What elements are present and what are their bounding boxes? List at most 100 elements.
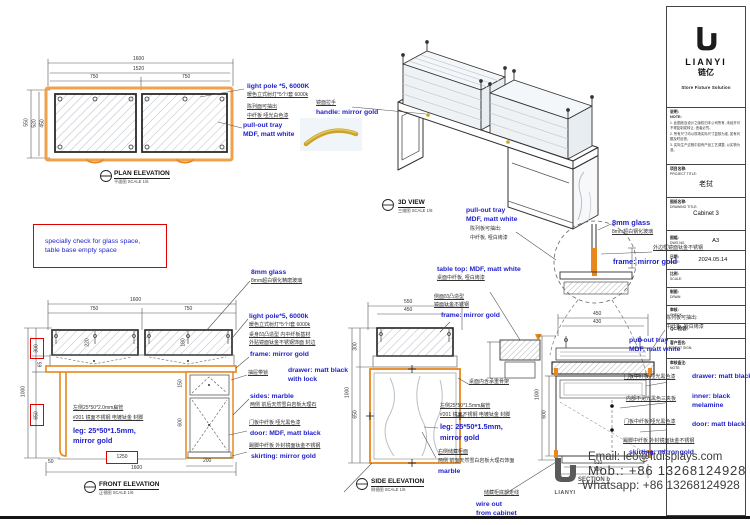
section-dim-bottom-outer: 550 <box>594 467 603 473</box>
date-label-en: DATE: <box>670 260 680 265</box>
side-ann-tabletop-en: table top: MDF, matt white <box>437 266 521 273</box>
ann-tray-en1: pull-out tray <box>243 122 283 129</box>
qc-label: QC/检验: <box>670 326 689 331</box>
side-ann-leg-en2: mirror gold <box>440 433 480 442</box>
warning-line1: specially check for glass space, <box>45 237 141 245</box>
detail-ann-tray-cn1: 陈列板可抽出: <box>470 226 502 232</box>
front-subtitle: 正视图 SCALE 1/6 <box>99 490 134 495</box>
detail-ann-glass-en: 8mm glass <box>612 218 651 227</box>
ann-base-cn2: 外贴镜面钛金不锈钢饰面 封边 <box>249 340 316 346</box>
note-line-3: 3. 实际生产过程中如有产品工艺调整, 以实物为准。 <box>670 142 741 152</box>
contact-overlay: LIANYI Email: leo@ltdisplays.com Mob.: +… <box>546 451 750 496</box>
edge-detail-drawing <box>487 334 542 379</box>
section-ann-tray-cn2: 中纤板, 哑白烤漆 <box>666 324 704 330</box>
remark-label-en: NOTE: <box>670 365 681 370</box>
ann-tray-cn2: 中纤板 哑光白色漆 <box>247 113 289 119</box>
section-dim-bottom-inner: 510 <box>594 460 603 466</box>
view3d-title: 3D VIEW <box>398 199 425 208</box>
section-dim-top-outer: 450 <box>593 311 602 317</box>
paper-size-value: A3 <box>712 237 720 244</box>
side-ann-frame-cn2: 镜面钛金不锈钢 <box>434 302 470 308</box>
date-value: 2024.05.14 <box>698 257 728 263</box>
detail-ann-tray-cn2: 中纤板, 哑白烤漆 <box>470 235 508 241</box>
titleblock-tagline: Store Fixture Solution <box>681 84 731 90</box>
note-label-cn: 说明: <box>670 110 679 114</box>
ann-sides-en: sides: marble <box>250 393 294 400</box>
front-dim-h-total: 1000 <box>20 385 27 398</box>
title-block-scale: 比例: SCALE: <box>667 270 745 288</box>
drawing-label-en: DRAWING TITLE: <box>670 204 698 209</box>
side-title: SIDE ELEVATION <box>371 478 425 487</box>
plan-dim-inner-w: 1520 <box>133 66 145 72</box>
mirror-gold-handle-image <box>300 118 362 151</box>
detail-ann-frame-cn: 外边框镜面钛金不锈钢 <box>653 245 704 251</box>
front-ann-leg-cn1: 左侧25*50*2.0mm扁管 <box>73 405 124 411</box>
front-ann-leg-en1: leg: 25*50*1.5mm, <box>73 426 136 435</box>
front-ann-leg-en2: mirror gold <box>73 436 113 445</box>
lianyi-logo-icon <box>555 458 576 482</box>
warning-line2: table base empty space <box>45 247 117 254</box>
ann-handle-en: handle: mirror gold <box>316 109 379 116</box>
section-ann-inner-cn: 内部不见光黑色三夹板 <box>626 396 677 402</box>
front-dim-cab-w: 200 <box>203 458 212 464</box>
project-label-cn: 项目名称: <box>670 167 687 171</box>
plan-dim-inner-depth: 520 <box>31 119 38 128</box>
section-ann-door-en: door: matt black <box>692 421 745 428</box>
ann-tray-cn1: 陈列面可抽出 <box>247 104 278 110</box>
side-dim-top-total: 550 <box>404 299 413 305</box>
title-block-size: 图幅: DWG NO. A3 <box>667 231 745 251</box>
section-ann-tray-en2: MDF, matt white <box>629 346 681 353</box>
plan-dim-right-w: 750 <box>182 74 191 80</box>
side-ann-frame-cn1: 侧面凹凸造型 <box>434 294 465 300</box>
title-block-project: 项目名称: PROJECT TITLE: 老挝 <box>667 165 745 198</box>
ann-tray-en2: MDF, matt white <box>243 131 295 138</box>
front-dim-h-glass: 300 <box>33 344 40 353</box>
size-label-en: DWG NO. <box>670 240 686 245</box>
front-title: FRONT ELEVATION <box>99 481 160 490</box>
detail-ann-tray-en1: pull-out tray <box>466 207 506 214</box>
ann-frame-en: frame: mirror gold <box>250 351 309 358</box>
title-block-client: 客户签名: CLIENT SIGN: <box>667 339 745 359</box>
project-label-en: PROJECT TITLE: <box>670 171 697 176</box>
front-dim-h-leg: 650 <box>33 410 40 420</box>
side-ann-leg-en1: leg: 25*50*1.5mm, <box>440 422 503 431</box>
lianyi-logo-small: LIANYI <box>546 457 584 496</box>
side-dim-top-glass: 450 <box>404 307 413 313</box>
ann-drawer-en1: drawer: matt black <box>288 367 349 374</box>
title-block-drawing: 图纸名称: DRAWING TITLE: Cabinet 3 <box>667 198 745 231</box>
side-dim-h-glass: 300 <box>352 342 359 351</box>
check-label-en: CHECK: <box>670 312 683 317</box>
section-ann-drawer-en: drawer: matt black <box>692 373 750 380</box>
ann-light-pole-cn: 暖色立式射灯*5个/套 6000k <box>247 92 309 98</box>
plan-title: PLAN ELEVATION <box>114 170 170 179</box>
remark-label-cn: 审核备注: <box>670 361 687 365</box>
project-title-value: 老挝 <box>699 181 713 189</box>
check-label-cn: 审核: <box>670 308 679 312</box>
side-ann-wire-en2: from cabinet <box>476 510 517 517</box>
ann-handle-cn: 镜面拉手 <box>316 100 337 106</box>
title-block-qc: QC/检验: <box>667 324 745 339</box>
section-ann-inner-en2: melamine <box>692 402 724 409</box>
plan-subtitle: 平面图 SCALE 1/6 <box>114 179 149 184</box>
plan-dim-left-w: 750 <box>90 74 99 80</box>
title-block-check: 审核: CHECK: <box>667 306 745 324</box>
contact-whatsapp: Whatsapp: +86 13268124928 <box>582 478 740 492</box>
side-subtitle: 侧视图 SCALE 1/6 <box>371 487 406 492</box>
front-elevation-drawing <box>24 300 237 493</box>
front-dim-glass-inner-l: 220 <box>84 338 91 347</box>
draw-label-cn: 制图: <box>670 290 679 294</box>
plan-dim-depth: 550 <box>23 118 30 127</box>
section-dim-top-inner: 430 <box>593 319 602 325</box>
detail-circle-drawing <box>549 220 651 391</box>
gold-handle-icon <box>303 128 359 147</box>
ann-drawer-en2: with lock <box>288 376 318 383</box>
front-dim-h-glass-redbox: 300 <box>30 338 44 359</box>
view3d-subtitle: 三维图 SCALE 1/8 <box>398 208 433 213</box>
note-label-en: NOTE: <box>670 114 682 119</box>
title-block-logo-section: LIANYI 链亿 Store Fixture Solution <box>667 7 745 107</box>
title-block-date: 日期: DATE: 2024.05.14 <box>667 251 745 270</box>
drawing-title-value: Cabinet 3 <box>693 211 719 218</box>
side-dim-h-total: 1000 <box>344 386 351 399</box>
draw-label-en: DRAW: <box>670 294 682 299</box>
front-dim-top-right: 750 <box>184 306 193 312</box>
